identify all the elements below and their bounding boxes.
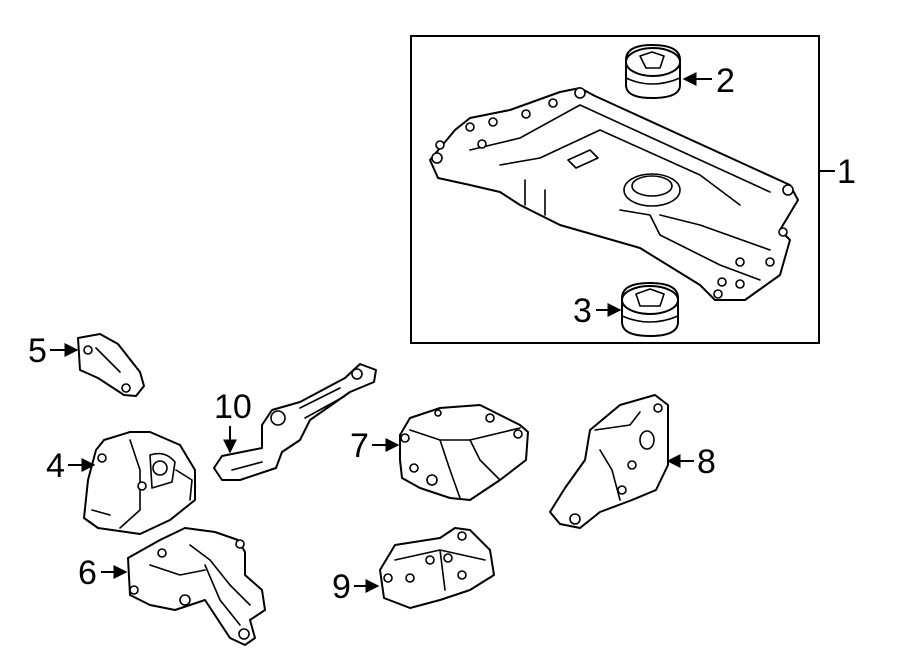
callout-1: 1	[837, 153, 856, 191]
callout-8: 8	[697, 443, 716, 481]
callout-10: 10	[214, 388, 252, 426]
part-8-bracket[interactable]	[549, 394, 669, 529]
callout-7: 7	[350, 427, 369, 465]
part-4-engine-mount[interactable]	[83, 431, 196, 535]
callout-3: 3	[573, 292, 592, 330]
callout-2: 2	[716, 62, 735, 100]
callout-6: 6	[78, 554, 97, 592]
callout-5: 5	[28, 332, 47, 370]
part-9-mount-bracket[interactable]	[379, 527, 495, 609]
part-6-transmission-mount[interactable]	[127, 527, 266, 646]
subframe-group-box	[410, 35, 820, 344]
part-2-bushing[interactable]	[625, 44, 681, 99]
part-5-bracket[interactable]	[77, 333, 145, 397]
part-3-bushing[interactable]	[621, 282, 679, 337]
part-1-subframe[interactable]	[429, 87, 799, 301]
callout-4: 4	[46, 447, 65, 485]
part-10-torque-rod[interactable]	[213, 363, 377, 481]
part-7-transmission-mount[interactable]	[399, 404, 529, 501]
callout-9: 9	[332, 568, 351, 606]
